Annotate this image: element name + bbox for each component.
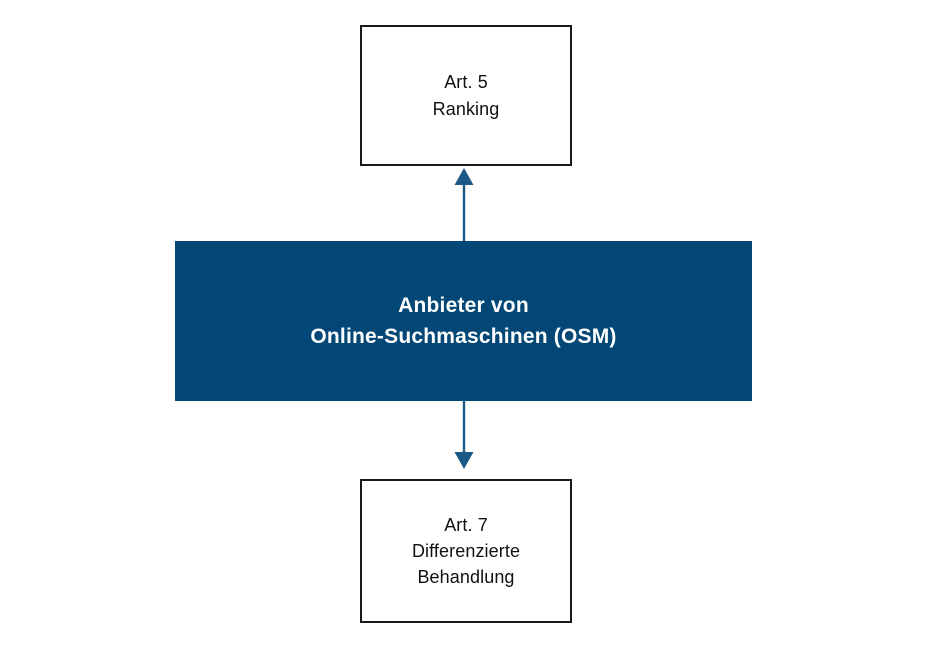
node-art-7-line-1: Art. 7 [444, 514, 488, 535]
node-osm-label: Anbieter von Online-Suchmaschinen (OSM) [310, 290, 616, 353]
node-osm-line-2: Online-Suchmaschinen (OSM) [310, 325, 617, 348]
node-art-7-line-2: Differenzierte [411, 540, 521, 561]
arrow-down-head [454, 452, 474, 469]
node-osm-line-1: Anbieter von [398, 293, 529, 317]
node-art-5-line-1: Art. 5 [444, 72, 488, 93]
node-art-5-ranking[interactable]: Art. 5 Ranking [360, 25, 572, 166]
node-art-5-ranking-label: Art. 5 Ranking [433, 69, 500, 121]
node-art-5-line-2: Ranking [432, 98, 500, 119]
arrow-up-head [454, 168, 474, 185]
arrow-up-to-art-5 [454, 168, 474, 242]
node-art-7-line-3: Behandlung [417, 567, 515, 588]
arrow-down-to-art-7 [454, 400, 474, 469]
node-anbieter-von-online-suchmaschinen[interactable]: Anbieter von Online-Suchmaschinen (OSM) [175, 241, 752, 401]
node-art-7-differenzierte-behandlung[interactable]: Art. 7 Differenzierte Behandlung [360, 479, 572, 623]
node-art-7-label: Art. 7 Differenzierte Behandlung [412, 512, 520, 590]
